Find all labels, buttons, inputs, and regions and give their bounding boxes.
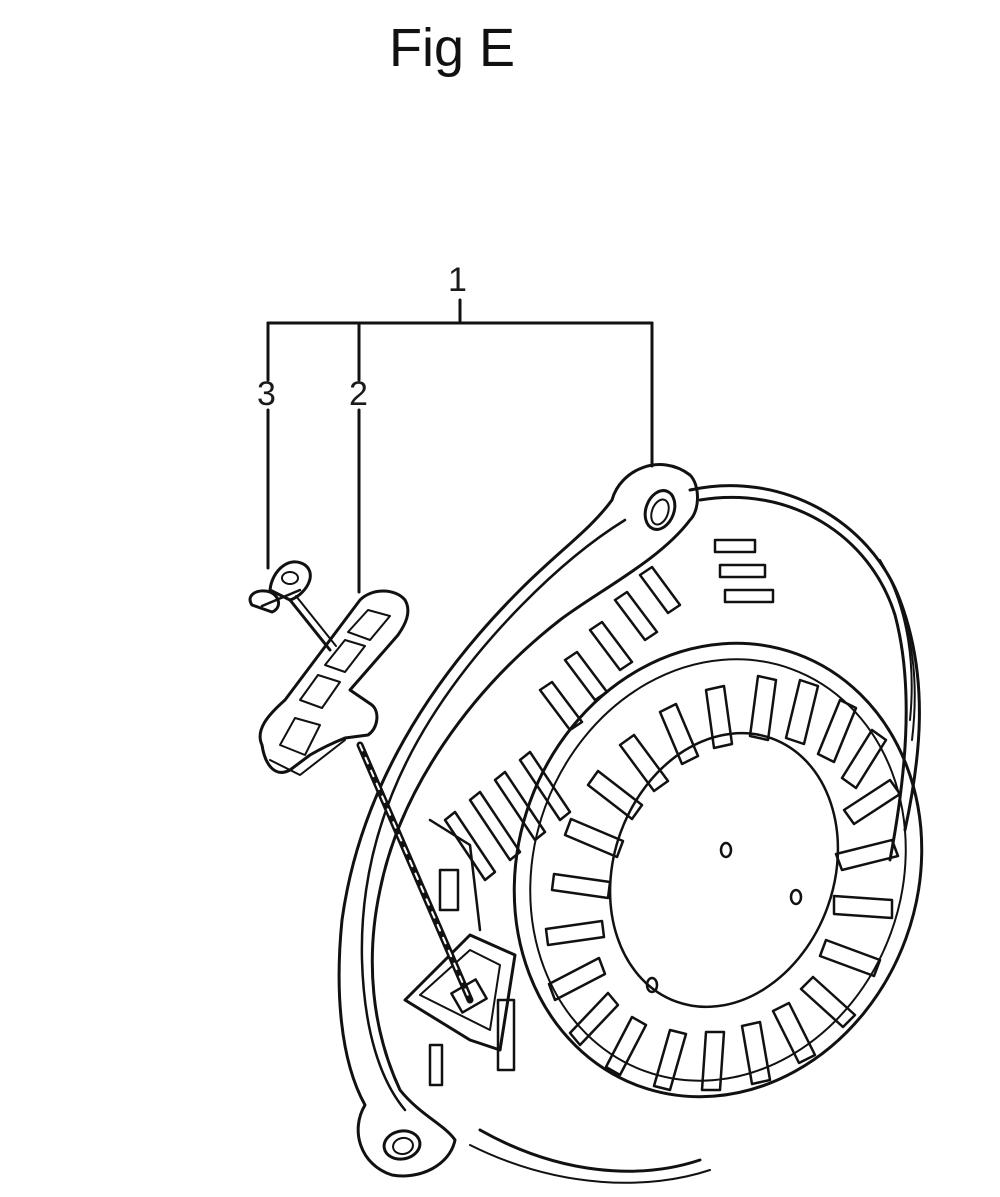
housing-rear — [469, 484, 921, 1184]
starter-handle — [258, 589, 410, 776]
rope-knot — [248, 560, 312, 614]
starter-rope — [288, 595, 488, 1014]
pulley-cover — [512, 641, 924, 1099]
figure-title: Fig E — [388, 18, 516, 78]
center-holes — [645, 841, 803, 994]
flange-slots — [428, 538, 775, 1087]
callout-handle: 2 — [349, 375, 368, 413]
callout-rope: 3 — [257, 375, 276, 413]
cover-vents — [544, 674, 902, 1092]
callout-assembly: 1 — [448, 261, 467, 299]
leader-lines — [266, 298, 654, 594]
